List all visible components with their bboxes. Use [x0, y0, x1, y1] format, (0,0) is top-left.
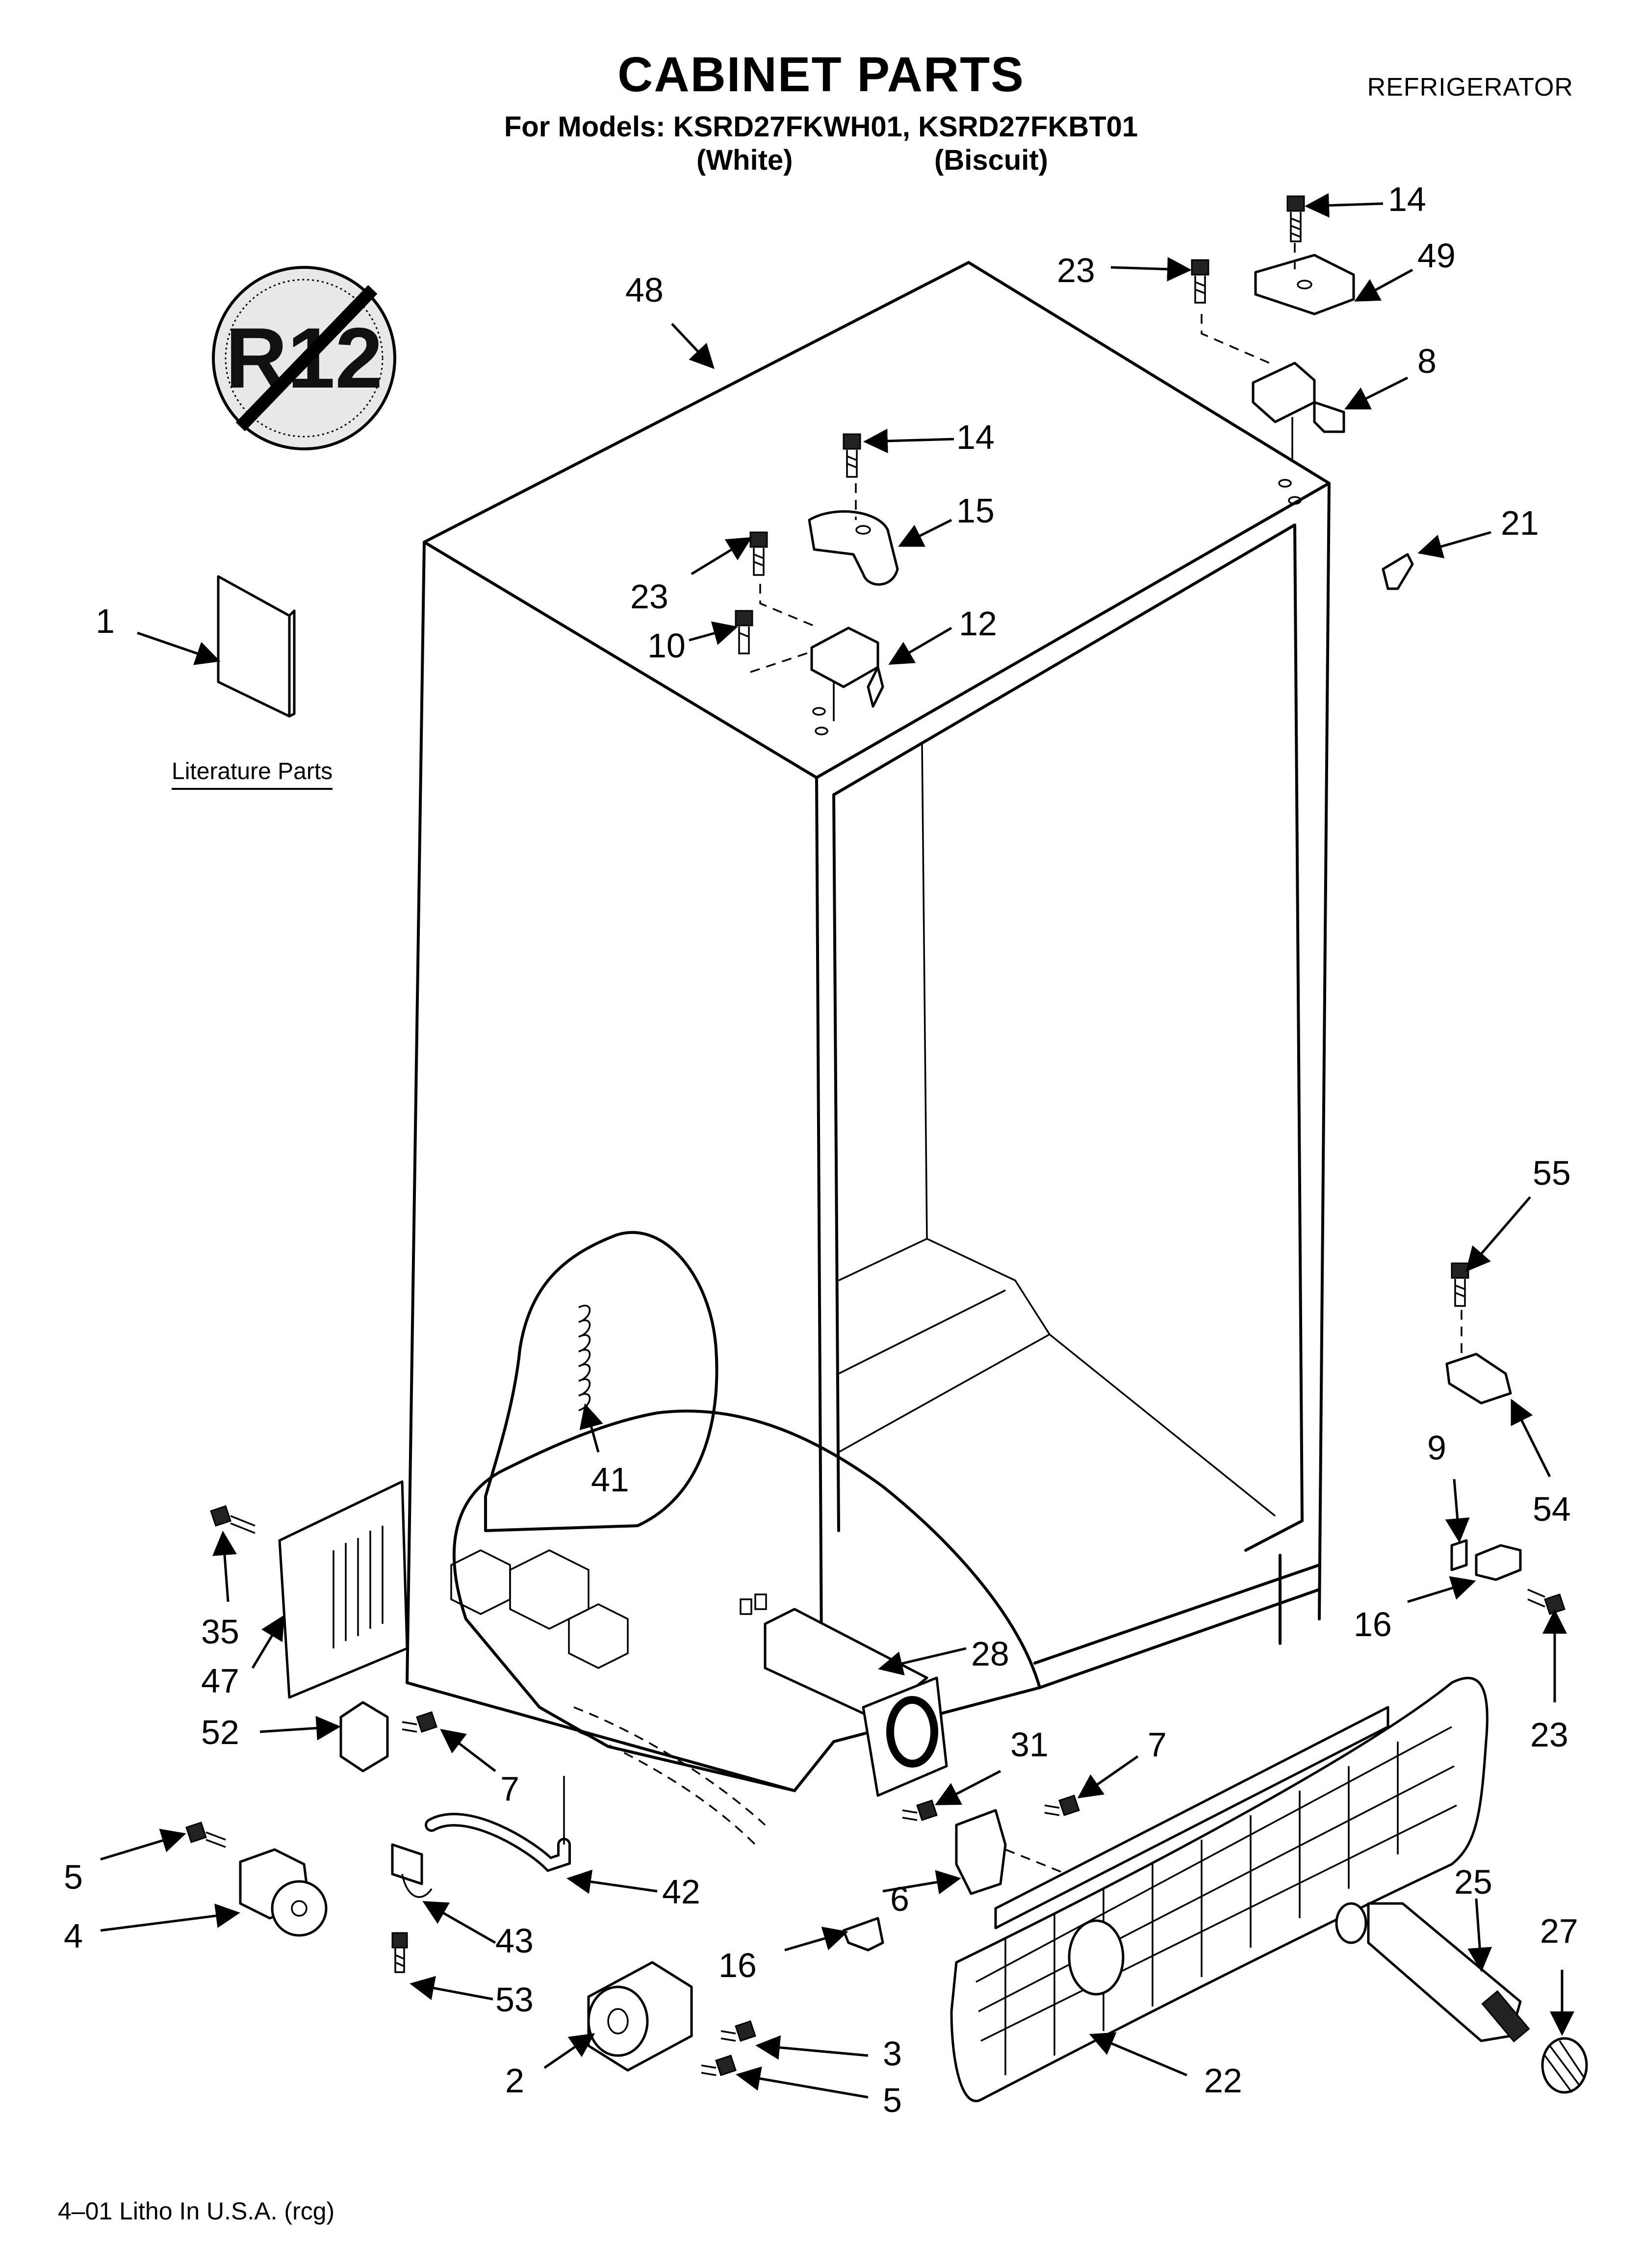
callout-35: 35	[201, 1613, 239, 1651]
bracket-6	[955, 1809, 1007, 1895]
callout-7-left: 7	[500, 1770, 519, 1808]
callout-52: 52	[201, 1713, 239, 1751]
hinge-12	[810, 626, 884, 721]
callout-9: 9	[1427, 1429, 1446, 1467]
callout-5-left: 5	[64, 1858, 83, 1896]
callout-10: 10	[647, 626, 686, 665]
screw-23-top	[1191, 259, 1209, 304]
no-r12-badge: R12	[212, 266, 396, 450]
callout-55: 55	[1533, 1154, 1571, 1192]
bracket-54	[1445, 1353, 1512, 1405]
water-filter-25	[1335, 1902, 1530, 2043]
callout-25: 25	[1454, 1863, 1492, 1901]
screw-3	[720, 2020, 756, 2042]
callout-7-right: 7	[1148, 1725, 1167, 1764]
variant-biscuit: (Biscuit)	[934, 144, 1048, 176]
callout-31: 31	[1010, 1725, 1049, 1764]
screw-23-mid	[749, 531, 768, 576]
right-hinge-assembly	[1191, 195, 1355, 461]
callout-2: 2	[505, 2061, 524, 2100]
drain-tube-42	[425, 1776, 571, 1873]
screw-31	[902, 1799, 938, 1821]
leveler-16-bottom	[842, 1917, 884, 1952]
left-hinge-assembly	[735, 433, 899, 721]
callout-48: 48	[625, 271, 664, 309]
screw-55	[1451, 1262, 1469, 1307]
screw-35	[210, 1505, 256, 1534]
callout-22: 22	[1204, 2061, 1242, 2100]
screw-14-mid	[843, 433, 861, 478]
callout-54: 54	[1533, 1490, 1571, 1528]
callout-8: 8	[1417, 342, 1437, 380]
bracket-9	[1450, 1539, 1468, 1571]
callout-23-low: 23	[1530, 1716, 1568, 1754]
hinge-8	[1252, 362, 1345, 461]
callout-4: 4	[64, 1917, 83, 1955]
print-footer: 4–01 Litho In U.S.A. (rcg)	[58, 2197, 335, 2225]
leveler-16-right	[1475, 1544, 1522, 1581]
screw-14-top	[1286, 195, 1305, 242]
lower-right-brackets	[1445, 1262, 1565, 1615]
callout-3: 3	[883, 2034, 902, 2073]
grille-22	[950, 1676, 1488, 2102]
callout-21: 21	[1501, 504, 1539, 542]
page-title: CABINET PARTS	[617, 47, 1025, 102]
screw-53	[391, 1932, 408, 1973]
literature-parts-label: Literature Parts	[172, 758, 333, 790]
callout-labels: 14 23 49 48 8 14 15 21 1 23 12 10 55 9 5…	[64, 180, 1578, 2119]
callout-14-top: 14	[1388, 180, 1426, 218]
callout-53: 53	[495, 1981, 534, 2019]
callout-14-mid: 14	[956, 418, 995, 456]
callout-23-top: 23	[1057, 251, 1095, 289]
caster-4	[239, 1848, 328, 1937]
callout-1: 1	[96, 602, 115, 640]
hinge-cover-49	[1254, 254, 1355, 315]
screw-7-right	[1044, 1795, 1080, 1816]
callout-6: 6	[890, 1880, 909, 1918]
variant-white: (White)	[696, 144, 793, 176]
condenser-panel	[210, 1480, 409, 1699]
callout-28: 28	[971, 1635, 1009, 1673]
appliance-category: REFRIGERATOR	[1367, 73, 1573, 102]
compressor-components	[450, 1304, 766, 1846]
hinge-cover-15	[808, 510, 899, 586]
callout-12: 12	[959, 604, 997, 643]
leader-arrows	[100, 193, 1574, 2099]
screw-5-left	[185, 1822, 226, 1848]
clamp-43	[391, 1843, 433, 1898]
callout-42: 42	[662, 1873, 700, 1911]
callout-47: 47	[201, 1662, 239, 1700]
callout-43: 43	[495, 1922, 534, 1960]
clip-21	[1382, 553, 1414, 590]
switch-52	[339, 1701, 389, 1773]
roller-2	[587, 1961, 693, 2072]
callout-27: 27	[1540, 1912, 1578, 1950]
duct-28	[740, 1593, 948, 1797]
cabinet-shell	[406, 261, 1331, 1792]
callout-49: 49	[1417, 236, 1456, 275]
model-numbers: For Models: KSRD27FKWH01, KSRD27FKBT01	[504, 111, 1138, 143]
filter-cap-27	[1541, 2037, 1588, 2094]
callout-5-bottom: 5	[883, 2081, 902, 2119]
callout-16-bottom: 16	[718, 1946, 757, 1984]
callout-41: 41	[591, 1460, 629, 1499]
literature-booklet	[217, 575, 296, 718]
callout-16-right: 16	[1354, 1605, 1392, 1643]
screw-5-bottom	[701, 2055, 737, 2076]
callout-23-mid: 23	[630, 577, 668, 616]
callout-15: 15	[956, 492, 995, 530]
screw-7-left	[402, 1711, 437, 1733]
screw-23-low	[1527, 1589, 1565, 1615]
screw-10	[735, 610, 753, 654]
